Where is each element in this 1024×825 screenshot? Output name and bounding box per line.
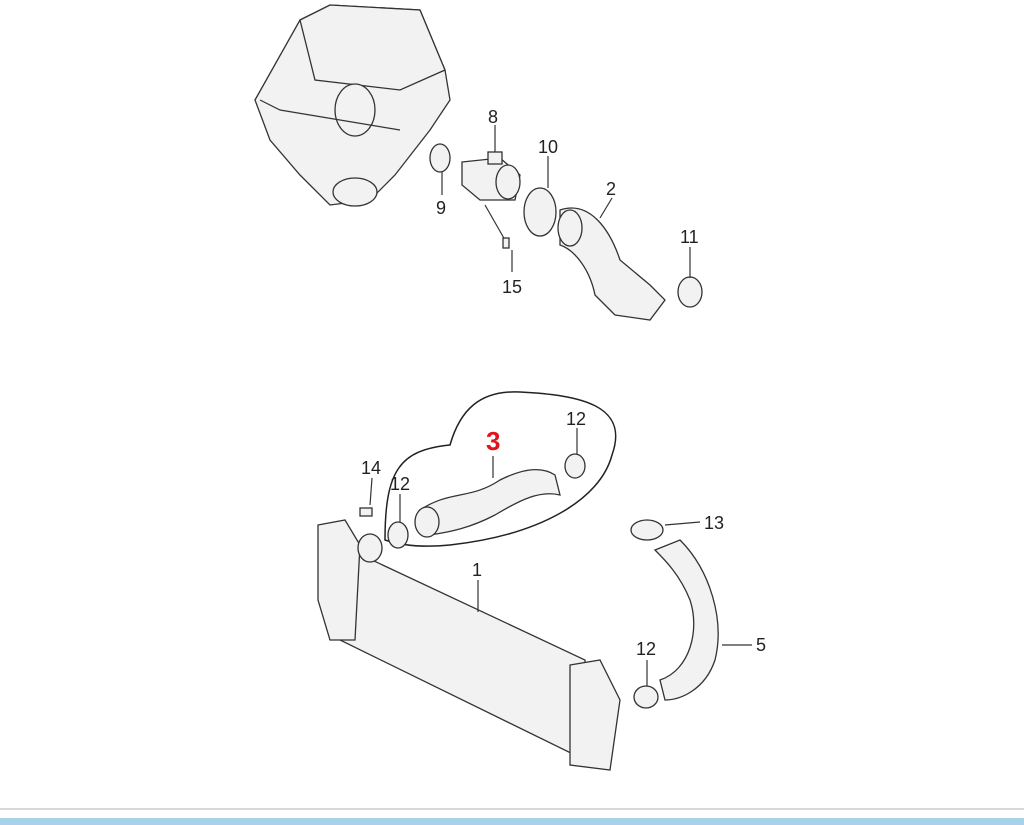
hose-clamp bbox=[677, 276, 703, 308]
hose-clamp bbox=[564, 453, 586, 479]
callout-5: 5 bbox=[756, 635, 766, 655]
outlet-hose bbox=[653, 539, 719, 701]
callout-10: 10 bbox=[538, 137, 558, 157]
bottom-bar bbox=[0, 818, 1024, 825]
callout-9: 9 bbox=[436, 198, 446, 218]
callout-3-highlighted: 3 bbox=[486, 426, 500, 456]
divider bbox=[0, 808, 1024, 810]
callout-11: 11 bbox=[680, 227, 699, 247]
intercooler bbox=[317, 519, 621, 771]
callout-1: 1 bbox=[472, 560, 482, 580]
hose-clamp bbox=[523, 187, 557, 237]
highlight-outline bbox=[384, 391, 617, 547]
air-filter-housing bbox=[254, 4, 451, 207]
callout-8: 8 bbox=[488, 107, 498, 127]
callout-12: 12 bbox=[390, 474, 410, 494]
seal-ring bbox=[429, 143, 451, 173]
hose-clamp bbox=[633, 685, 659, 709]
air-flow-sensor bbox=[461, 151, 521, 201]
callout-15: 15 bbox=[502, 277, 522, 297]
callout-13: 13 bbox=[704, 513, 724, 533]
hose-clamp bbox=[630, 519, 664, 541]
hose-clamp bbox=[387, 521, 409, 549]
callout-12: 12 bbox=[566, 409, 586, 429]
callout-2: 2 bbox=[606, 179, 616, 199]
intercooler-hose bbox=[419, 468, 561, 536]
callout-12: 12 bbox=[636, 639, 656, 659]
callout-14: 14 bbox=[361, 458, 381, 478]
intake-hose bbox=[559, 207, 666, 321]
